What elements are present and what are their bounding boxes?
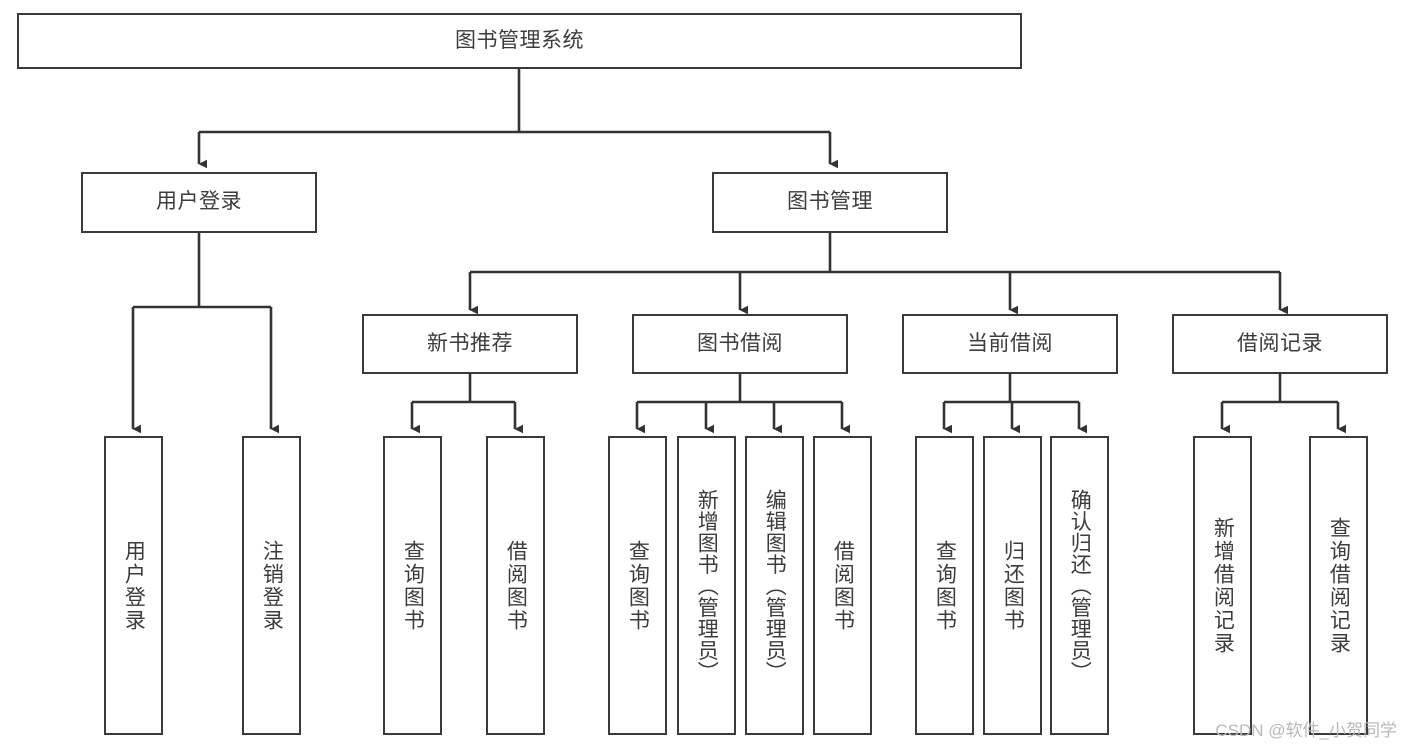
node-label: 查询图书 (626, 539, 650, 632)
node-label: 归还图书 (1001, 539, 1025, 632)
leaf-node-user-login[interactable]: 用户登录 (104, 436, 163, 735)
leaf-node-add-borrow-record[interactable]: 新增借阅记录 (1193, 436, 1252, 735)
node-label: 查询借阅记录 (1327, 516, 1351, 655)
node-label: 当前借阅 (967, 331, 1053, 355)
node-label: 查询图书 (933, 539, 957, 632)
leaf-node-user-logout[interactable]: 注销登录 (242, 436, 301, 735)
leaf-node-edit-book-admin[interactable]: 编辑图书（管理员） (745, 436, 804, 735)
leaf-node-query-borrow-record[interactable]: 查询借阅记录 (1309, 436, 1368, 735)
edges-borrowrecord-to-leaves (1220, 374, 1346, 434)
node-label: 新增图书（管理员） (695, 488, 719, 683)
leaf-node-query-book-borrow[interactable]: 查询图书 (608, 436, 667, 735)
leaf-node-borrow-book-new-recommend[interactable]: 借阅图书 (486, 436, 545, 735)
edges-bookmanagement-to-level3 (468, 233, 1288, 315)
node-label: 新书推荐 (427, 331, 513, 355)
leaf-node-query-book-current[interactable]: 查询图书 (915, 436, 974, 735)
leaf-node-add-book-admin[interactable]: 新增图书（管理员） (677, 436, 736, 735)
node-label: 新增借阅记录 (1211, 516, 1235, 655)
edges-newbook-to-leaves (410, 374, 523, 434)
edges-root-to-level2 (197, 69, 838, 169)
edges-currentborrow-to-leaves (942, 374, 1087, 434)
node-user-login[interactable]: 用户登录 (81, 172, 317, 233)
edges-userlogin-to-leaves (131, 233, 279, 434)
node-label: 确认归还（管理员） (1068, 488, 1092, 683)
node-book-management[interactable]: 图书管理 (712, 172, 948, 233)
leaf-node-query-book-new-recommend[interactable]: 查询图书 (383, 436, 442, 735)
edges-bookborrow-to-leaves (635, 374, 850, 434)
node-root-book-management-system[interactable]: 图书管理系统 (17, 13, 1022, 69)
node-borrow-record[interactable]: 借阅记录 (1172, 314, 1388, 374)
node-label: 用户登录 (122, 539, 146, 632)
node-new-book-recommend[interactable]: 新书推荐 (362, 314, 578, 374)
node-label: 借阅记录 (1237, 331, 1323, 355)
node-label: 查询图书 (401, 539, 425, 632)
node-label: 图书管理 (787, 190, 873, 214)
node-label: 图书管理系统 (455, 28, 584, 52)
node-label: 注销登录 (260, 539, 284, 632)
node-label: 图书借阅 (697, 331, 783, 355)
node-current-borrow[interactable]: 当前借阅 (902, 314, 1118, 374)
node-label: 编辑图书（管理员） (763, 488, 787, 683)
csdn-watermark: CSDN @软件_小贺同学 (1215, 721, 1397, 740)
node-book-borrow[interactable]: 图书借阅 (632, 314, 848, 374)
leaf-node-confirm-return-admin[interactable]: 确认归还（管理员） (1050, 436, 1109, 735)
leaf-node-return-book[interactable]: 归还图书 (983, 436, 1042, 735)
node-label: 借阅图书 (831, 539, 855, 632)
node-label: 借阅图书 (504, 539, 528, 632)
leaf-node-borrow-book-borrow[interactable]: 借阅图书 (813, 436, 872, 735)
node-label: 用户登录 (156, 190, 242, 214)
